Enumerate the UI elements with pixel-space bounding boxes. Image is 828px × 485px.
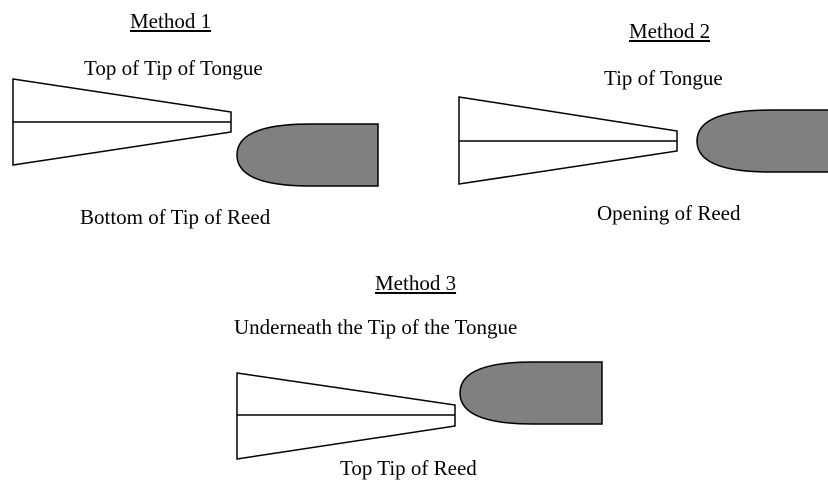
method-1-heading: Method 1 — [130, 9, 212, 33]
method-2-figure — [458, 96, 828, 185]
method-2-heading: Method 2 — [629, 19, 711, 43]
method-3-figure — [236, 361, 603, 460]
method-2-reed — [696, 109, 828, 173]
method-1-top-label: Top of Tip of Tongue — [84, 56, 263, 80]
method-3-top-label: Underneath the Tip of the Tongue — [234, 315, 518, 339]
method-2-top-label: Tip of Tongue — [604, 66, 723, 90]
method-3-bottom-label: Top Tip of Reed — [340, 456, 477, 480]
method-1-figure — [12, 78, 379, 187]
method-3-tongue — [236, 372, 456, 460]
method-3-reed — [459, 361, 603, 425]
method-2-bottom-label: Opening of Reed — [597, 201, 741, 225]
method-3-heading: Method 3 — [375, 271, 457, 295]
method-1-reed — [236, 123, 379, 187]
method-1-bottom-label: Bottom of Tip of Reed — [80, 205, 271, 229]
